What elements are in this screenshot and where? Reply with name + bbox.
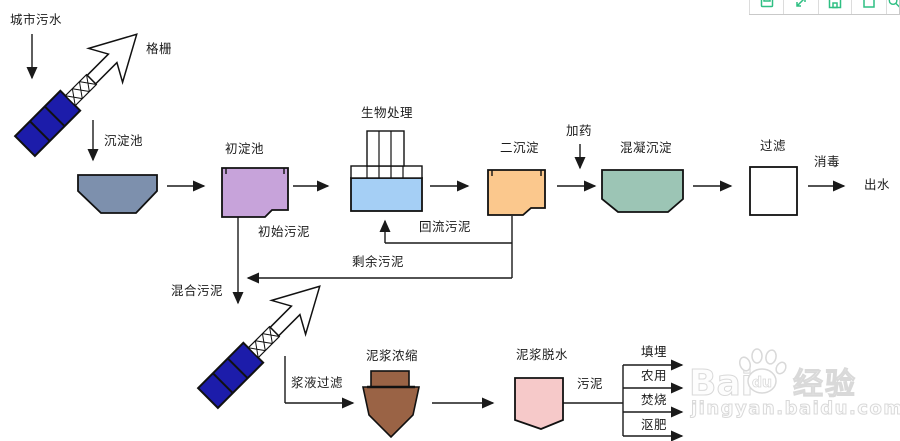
bio-columns xyxy=(366,130,405,167)
save-button[interactable] xyxy=(749,0,783,14)
label-secondary-sedimentation: 二沉淀 xyxy=(500,141,540,155)
secondary-sedimentation-shape xyxy=(487,169,546,216)
primary-sedimentation-rim xyxy=(225,168,285,174)
thickener-top xyxy=(370,370,410,388)
screen-arrow xyxy=(85,33,138,86)
watermark-suffix: 经验 xyxy=(793,367,857,402)
expand-button[interactable] xyxy=(783,0,818,14)
label-slurry-dewatering: 泥浆脱水 xyxy=(516,348,569,362)
flag-icon xyxy=(863,0,875,8)
label-landfill: 填埋 xyxy=(641,345,668,359)
coagulation-sedimentation-shape xyxy=(601,169,684,213)
slurry-dewatering-shape xyxy=(514,377,564,430)
label-mixed-sludge: 混合污泥 xyxy=(171,284,224,298)
toolbar xyxy=(749,0,900,15)
label-sludge: 污泥 xyxy=(577,377,604,391)
bio-water xyxy=(350,177,423,212)
bar-screen-1 xyxy=(13,33,138,158)
label-initial-sludge: 初始污泥 xyxy=(258,225,311,239)
watermark-url: jingyan.baidu.com xyxy=(691,398,900,419)
screen-arrow xyxy=(268,285,321,338)
label-sedimentation-tank: 沉淀池 xyxy=(104,134,144,148)
label-composting: 沤肥 xyxy=(641,418,668,432)
screen-body-segments xyxy=(212,357,249,394)
label-agricultural-use: 农用 xyxy=(641,369,668,383)
label-urban-sewage: 城市污水 xyxy=(10,13,63,27)
label-slurry-filtration: 浆液过滤 xyxy=(291,376,344,390)
zoom-button[interactable] xyxy=(886,0,899,14)
bar-screen-2 xyxy=(196,285,321,410)
label-screen: 格栅 xyxy=(146,42,173,56)
screen-mesh-hatch xyxy=(65,74,97,106)
label-excess-sludge: 剩余污泥 xyxy=(352,255,405,269)
filtration-shape xyxy=(749,166,798,216)
bio-band xyxy=(350,165,423,179)
label-coagulation-sedimentation: 混凝沉淀 xyxy=(620,141,673,155)
label-filtration: 过滤 xyxy=(760,139,787,153)
expand-icon xyxy=(796,0,806,7)
screen-mesh-hatch xyxy=(248,326,280,358)
watermark-brand-right: du xyxy=(752,375,772,391)
bio-column-lines xyxy=(366,131,404,178)
label-effluent: 出水 xyxy=(864,178,891,192)
primary-sedimentation-shape xyxy=(221,167,289,218)
disk-button[interactable] xyxy=(818,0,851,14)
secondary-sedimentation-rim xyxy=(491,170,542,176)
flag-button[interactable] xyxy=(851,0,886,14)
label-return-sludge: 回流污泥 xyxy=(419,220,472,234)
watermark-paw-icon: du xyxy=(738,348,787,394)
watermark-brand-left: Bai xyxy=(688,363,754,404)
slurry-thickening-shape xyxy=(362,370,420,439)
label-biological-treatment: 生物处理 xyxy=(361,106,414,120)
biological-treatment-shape xyxy=(350,130,423,212)
save-icon xyxy=(760,0,773,8)
label-incineration: 焚烧 xyxy=(641,393,668,407)
label-dosing: 加药 xyxy=(566,124,593,138)
label-slurry-thickening: 泥浆浓缩 xyxy=(366,349,419,363)
label-disinfection: 消毒 xyxy=(814,155,841,169)
thickener-hopper xyxy=(362,386,420,439)
sedimentation-tank-shape xyxy=(77,174,158,214)
label-primary-sedimentation: 初淀池 xyxy=(225,142,265,156)
zoom-icon xyxy=(888,0,899,8)
screen-body-segments xyxy=(29,105,66,142)
disk-icon xyxy=(828,0,842,9)
